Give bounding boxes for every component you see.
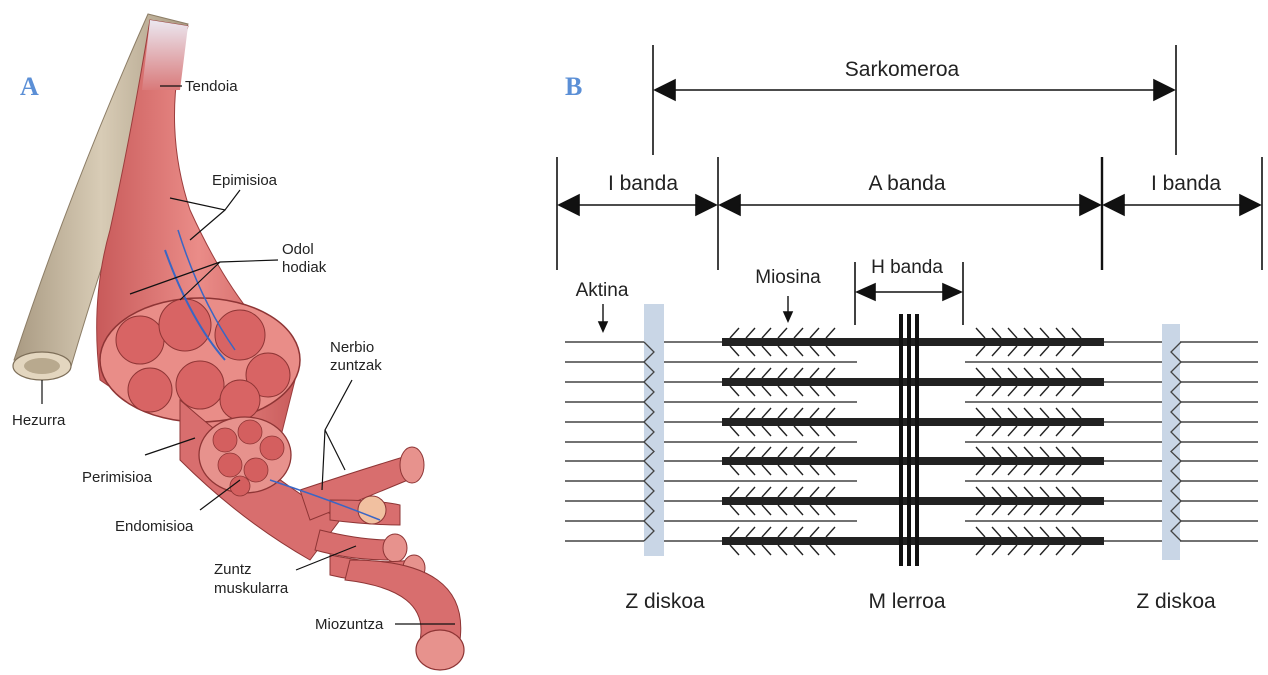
label-z-disk-left: Z diskoa [625,590,705,613]
label-muscle-fiber-line1: Zuntz [214,561,252,578]
label-myosin: Miosina [755,267,821,288]
label-perimysium: Perimisioa [82,469,153,486]
label-epimysium: Epimisioa [212,172,278,189]
label-nerve-fibers-line2: zuntzak [330,357,382,374]
actin-filaments [565,342,1258,541]
label-actin: Aktina [576,280,629,301]
myosin-thick-filament [722,328,1104,356]
label-sarcomere: Sarkomeroa [845,58,960,81]
label-endomysium: Endomisioa [115,518,194,535]
label-m-line: M lerroa [868,590,945,613]
myosin-thick-filament [722,408,1104,436]
label-i-band-right: I banda [1151,172,1221,195]
label-i-band-left: I banda [608,172,678,195]
panel-b-letter: B [565,72,582,101]
label-muscle-fiber-line2: muskularra [214,580,289,597]
label-blood-vessels-line2: hodiak [282,259,327,276]
myosin-thick-filament [722,368,1104,396]
muscle-belly-illustration [97,20,464,670]
myosin-thick-filament [722,447,1104,475]
panel-a: A [12,14,464,670]
panel-b: B [557,45,1262,613]
label-bone: Hezurra [12,412,66,429]
label-z-disk-right: Z diskoa [1136,590,1216,613]
m-line [899,314,919,566]
label-a-band: A banda [868,172,945,195]
label-myofiber: Miozuntza [315,616,384,633]
label-nerve-fibers-line1: Nerbio [330,339,374,356]
label-blood-vessels-line1: Odol [282,241,314,258]
label-h-band: H banda [871,257,943,278]
label-tendon: Tendoia [185,78,238,95]
myosin-thick-filament [722,487,1104,515]
myosin-thick-filament [722,527,1104,555]
panel-a-letter: A [20,72,39,101]
